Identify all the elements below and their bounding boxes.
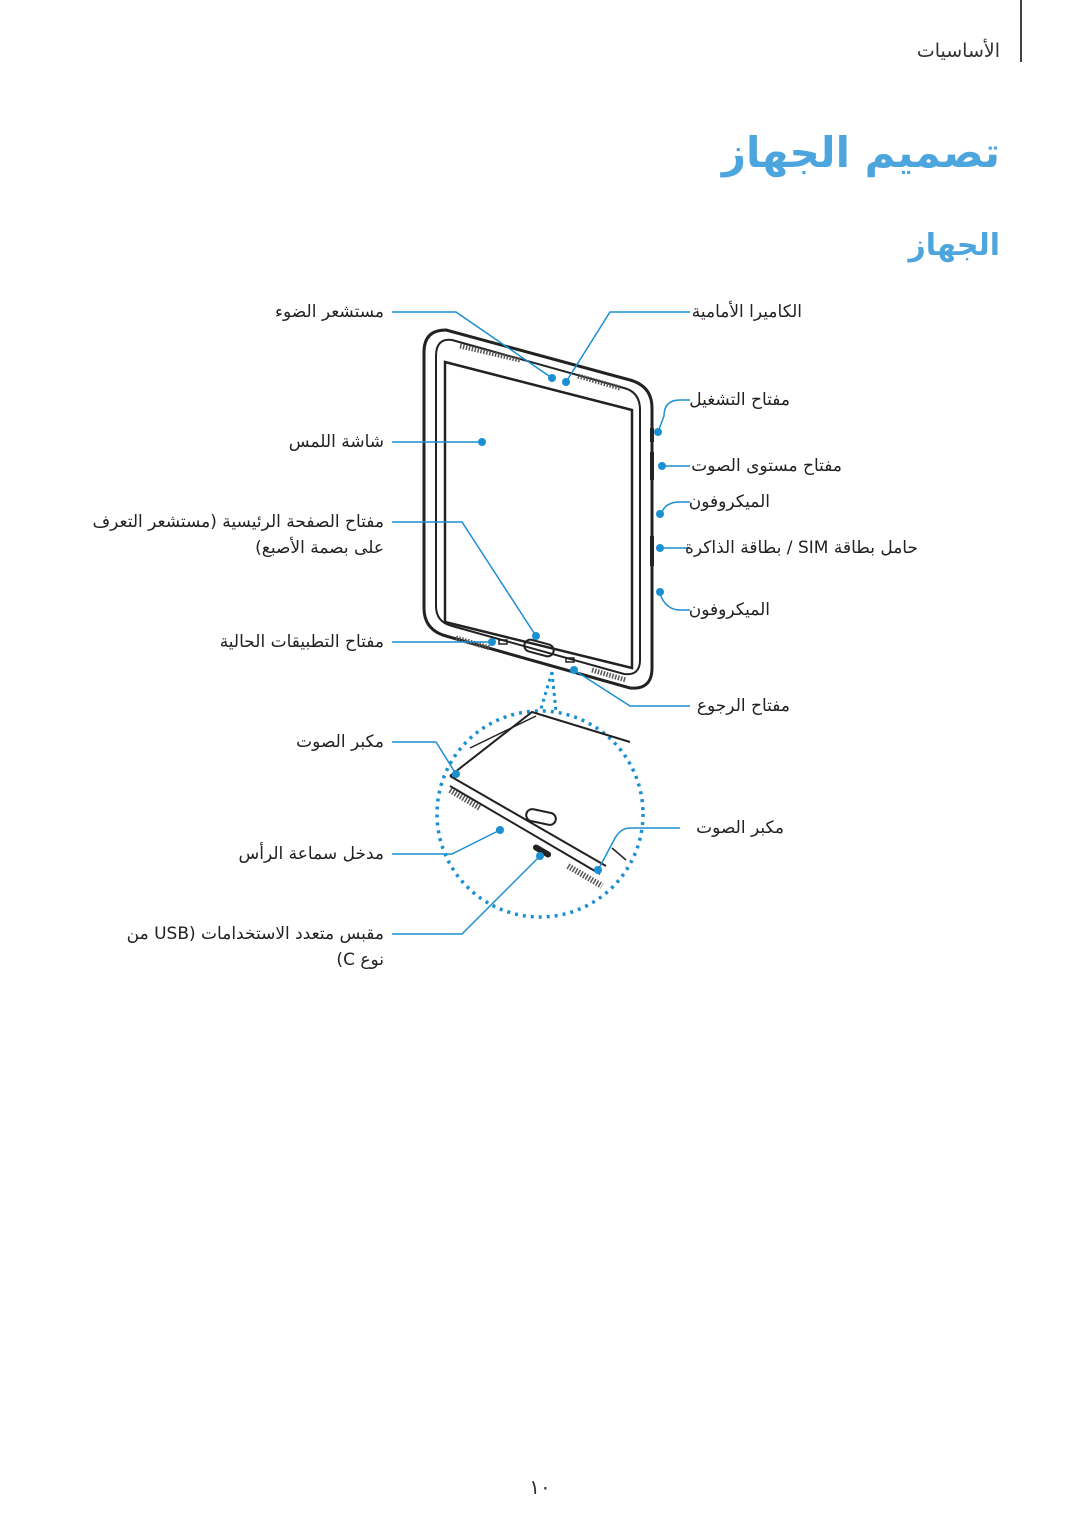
- label-back-key: مفتاح الرجوع: [696, 696, 790, 716]
- label-light-sensor: مستشعر الضوء: [275, 302, 384, 322]
- label-speaker-right: مكبر الصوت: [696, 818, 784, 838]
- callout-lines-right: [565, 311, 690, 871]
- label-touch-screen: شاشة اللمس: [288, 432, 384, 452]
- zoom-circle: [435, 709, 645, 919]
- section-header: الأساسيات: [916, 40, 1000, 62]
- tablet-front-view: [422, 328, 654, 690]
- label-mic-top: الميكروفون: [688, 492, 770, 512]
- callout-lines-left: [392, 311, 553, 935]
- section-subtitle: الجهاز: [908, 228, 1000, 263]
- page-number: ١٠: [529, 1475, 551, 1499]
- label-usb-1: مقبس متعدد الاستخدامات (USB من: [126, 924, 384, 944]
- label-recent-apps-key: مفتاح التطبيقات الحالية: [219, 632, 384, 652]
- label-speaker-left: مكبر الصوت: [296, 732, 384, 752]
- label-power-key: مفتاح التشغيل: [689, 390, 790, 410]
- label-usb-2: نوع C): [336, 950, 384, 970]
- label-volume-key: مفتاح مستوى الصوت: [691, 456, 842, 476]
- callout-dots-left: [452, 374, 556, 860]
- label-home-key-2: على بصمة الأصبع): [255, 538, 384, 558]
- page-title: تصميم الجهاز: [721, 128, 1000, 177]
- label-sim-tray: حامل بطاقة SIM / بطاقة الذاكرة: [684, 538, 918, 558]
- label-headset-jack: مدخل سماعة الرأس: [238, 844, 385, 864]
- tablet-bottom-view: [448, 710, 631, 889]
- label-mic-bottom: الميكروفون: [688, 600, 770, 620]
- callout-dots-right: [562, 378, 666, 874]
- label-home-key-1: مفتاح الصفحة الرئيسية (مستشعر التعرف: [92, 512, 384, 532]
- header-divider: [1020, 0, 1022, 62]
- label-front-camera: الكاميرا الأمامية: [691, 302, 802, 322]
